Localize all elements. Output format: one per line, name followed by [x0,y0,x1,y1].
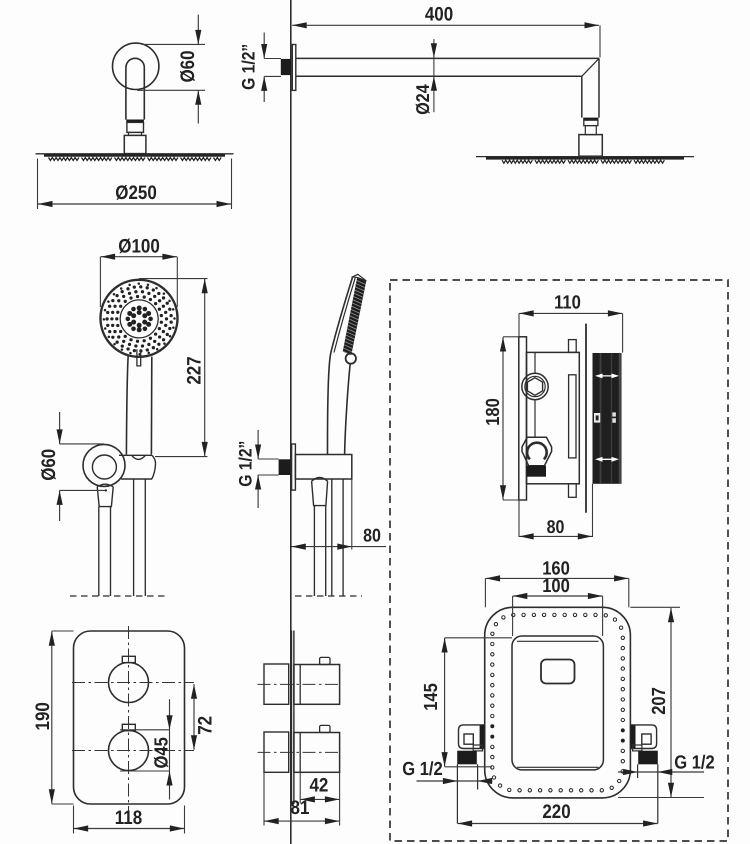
svg-text:80: 80 [363,525,381,546]
svg-text:81: 81 [291,797,310,819]
svg-text:220: 220 [542,801,570,823]
svg-text:G 1/2”: G 1/2” [238,44,258,90]
svg-text:400: 400 [425,4,453,26]
svg-text:Ø24: Ø24 [412,84,433,115]
svg-text:G 1/2: G 1/2 [674,752,715,773]
svg-text:100: 100 [542,576,570,597]
svg-text:72: 72 [195,716,217,735]
svg-text:Ø250: Ø250 [115,182,157,204]
svg-text:118: 118 [115,807,143,829]
svg-text:80: 80 [547,516,565,537]
svg-text:Ø100: Ø100 [118,235,160,257]
svg-text:Ø60: Ø60 [38,449,60,481]
svg-text:Ø60: Ø60 [177,50,199,82]
svg-text:207: 207 [649,687,670,715]
svg-text:145: 145 [421,683,442,711]
svg-text:180: 180 [483,398,504,426]
svg-text:227: 227 [184,356,206,384]
svg-text:G 1/2”: G 1/2” [235,441,255,487]
svg-text:160: 160 [542,558,570,579]
svg-text:42: 42 [309,774,328,796]
svg-text:110: 110 [554,292,581,313]
svg-text:G 1/2: G 1/2 [402,759,443,780]
svg-text:Ø45: Ø45 [152,737,173,769]
svg-text:190: 190 [32,702,54,730]
